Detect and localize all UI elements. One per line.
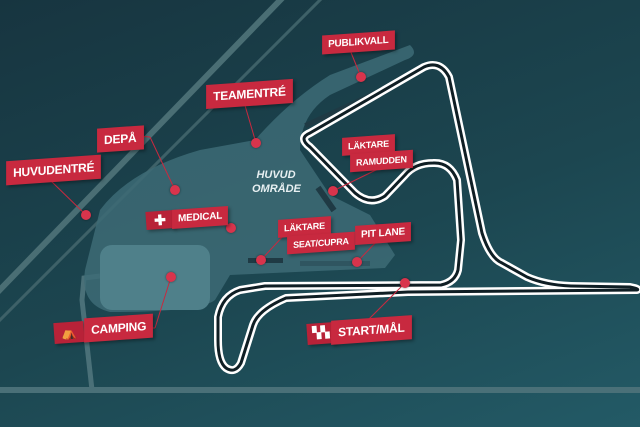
- road-diagonal-2: [0, 0, 323, 323]
- marker-dot-laktare-ramudden[interactable]: [328, 186, 338, 196]
- leader-lines: [49, 49, 406, 329]
- marker-dot-huvudentre[interactable]: [81, 210, 91, 220]
- area-label-line2: OMRÅDE: [252, 183, 301, 195]
- marker-dot-camping[interactable]: [166, 272, 176, 282]
- marker-dot-pit-lane[interactable]: [352, 257, 362, 267]
- marker-dot-depa[interactable]: [170, 185, 180, 195]
- marker-dot-teamentre[interactable]: [251, 138, 261, 148]
- camping-area: [100, 245, 210, 310]
- marker-dot-medical[interactable]: [226, 223, 236, 233]
- marker-label-camping[interactable]: CAMPING: [84, 313, 154, 343]
- marker-label-depa[interactable]: DEPÅ: [97, 125, 144, 153]
- tent-icon: ⛺: [53, 320, 85, 345]
- marker-label-pit-lane[interactable]: PIT LANE: [355, 222, 411, 245]
- marker-dot-laktare-seat[interactable]: [256, 255, 266, 265]
- area-label-line1: HUVUD: [256, 169, 296, 181]
- marker-dot-publikvall[interactable]: [356, 72, 366, 82]
- pit-building: [300, 261, 370, 266]
- race-track: [214, 61, 640, 375]
- cross-icon: ✚: [145, 210, 175, 230]
- grandstand-ramudden: [315, 185, 337, 213]
- marker-label-medical[interactable]: MEDICAL: [172, 206, 229, 229]
- marker-dot-start-mal[interactable]: [400, 278, 410, 288]
- main-area-label: HUVUD OMRÅDE: [252, 168, 301, 196]
